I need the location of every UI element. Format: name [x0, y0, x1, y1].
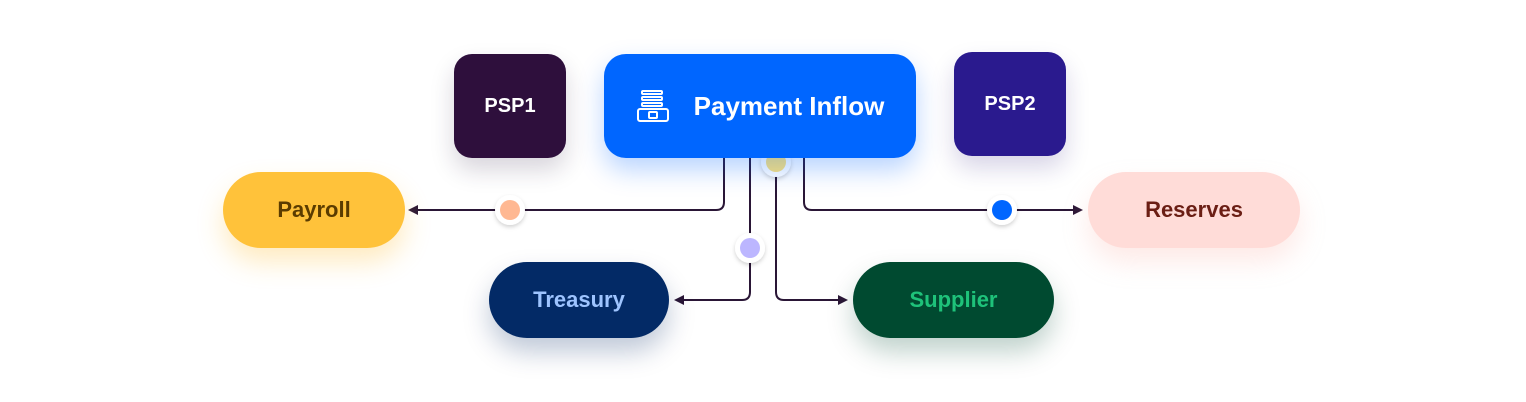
cash-register-icon — [636, 89, 670, 123]
reserves-node: Reserves — [1088, 172, 1300, 248]
psp2-node: PSP2 — [954, 52, 1066, 156]
connector-reserves — [803, 158, 1083, 215]
psp2-label: PSP2 — [984, 92, 1036, 115]
dot-reserves-inner — [992, 200, 1012, 220]
dot-payroll-inner — [500, 200, 520, 220]
payment-inflow-node: Payment Inflow — [604, 54, 916, 158]
dot-treasury-inner — [740, 238, 760, 258]
payroll-node: Payroll — [223, 172, 405, 248]
treasury-node: Treasury — [489, 262, 669, 338]
connector-treasury — [674, 158, 751, 305]
connector-supplier — [775, 158, 848, 305]
connector-payroll — [408, 158, 725, 215]
psp1-label: PSP1 — [484, 94, 536, 117]
psp1-node: PSP1 — [454, 54, 566, 158]
payment-inflow-label: Payment Inflow — [693, 90, 885, 121]
supplier-node: Supplier — [853, 262, 1054, 338]
treasury-label: Treasury — [533, 287, 625, 312]
supplier-label: Supplier — [909, 287, 998, 312]
reserves-label: Reserves — [1145, 197, 1243, 222]
payroll-label: Payroll — [277, 197, 351, 222]
